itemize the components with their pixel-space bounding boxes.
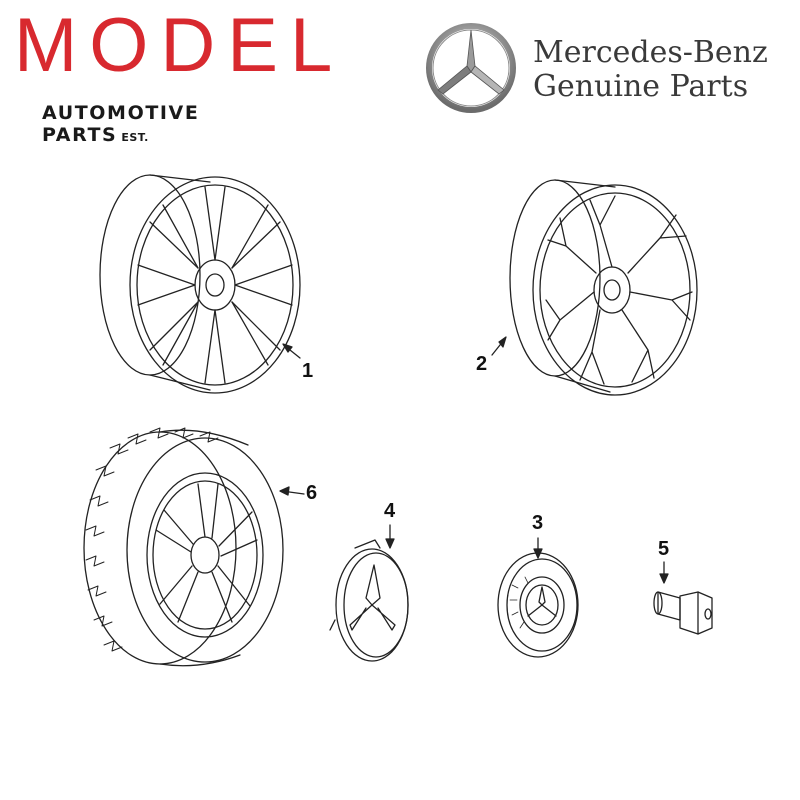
leader-lines — [279, 336, 669, 584]
logo-est: EST. — [121, 131, 149, 144]
brand-name: Mercedes-Benz — [533, 35, 768, 70]
logo-wordmark: MODEL — [14, 3, 345, 88]
center-cap-part-3 — [497, 552, 579, 658]
brand-tagline: Genuine Parts — [533, 69, 749, 104]
mercedes-star-icon — [426, 23, 516, 113]
mercedes-brand: Mercedes-Benz Genuine Parts — [425, 22, 785, 122]
callout-6: 6 — [306, 482, 318, 504]
logo-tagline-text: AUTOMOTIVE PARTS — [42, 102, 200, 146]
callout-4: 4 — [384, 500, 396, 522]
brand-text: Mercedes-Benz Genuine Parts — [533, 36, 768, 104]
callout-2: 2 — [476, 353, 488, 375]
wheel-part-1 — [99, 174, 301, 394]
callout-3: 3 — [532, 512, 544, 534]
wheel-bolt-part-5 — [653, 591, 713, 635]
wheel-part-2 — [509, 179, 698, 396]
tire-assembly-part-6 — [83, 427, 284, 667]
callout-5: 5 — [658, 538, 670, 560]
hub-cap-part-4 — [329, 539, 409, 662]
callout-1: 1 — [302, 360, 314, 382]
